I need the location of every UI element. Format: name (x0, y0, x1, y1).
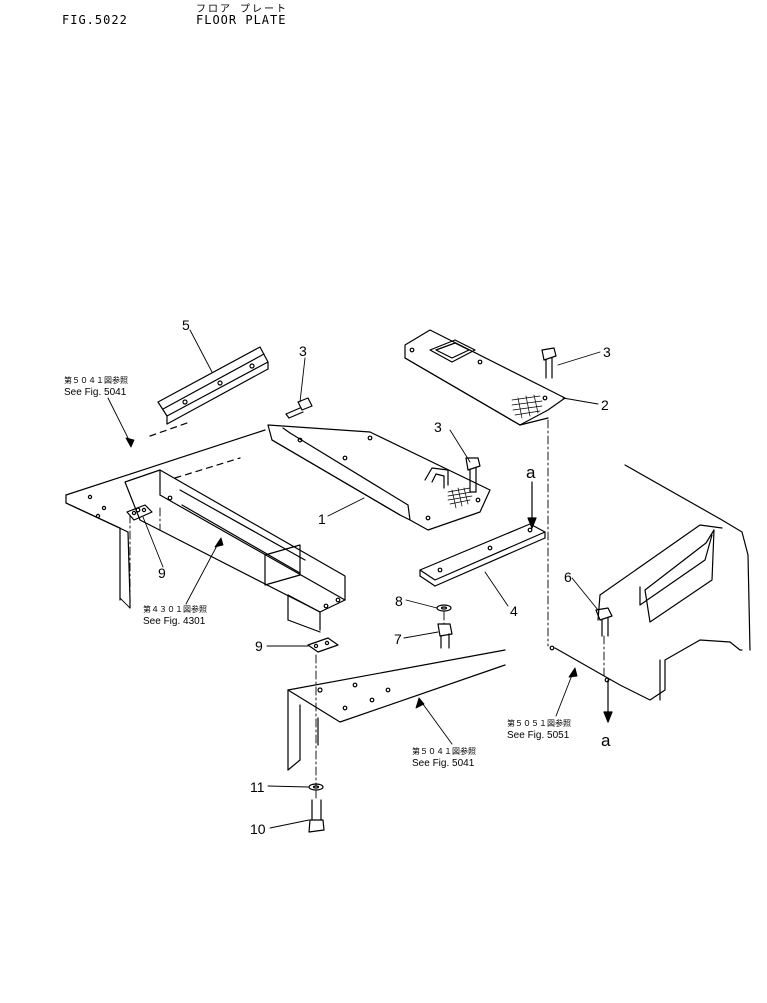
arrow-a-bottom (603, 679, 613, 723)
part-3-bolt-left (285, 397, 313, 419)
callout-numbers: 5 3 3 3 2 1 4 9 9 8 7 6 11 10 a a (158, 317, 611, 837)
ref-5041-left-jp: 第５０４１図参照 (64, 375, 128, 385)
callout-2: 2 (601, 397, 609, 413)
part-5-bracket (157, 346, 269, 425)
part-3-bolt-right (541, 347, 557, 379)
ref-4301: See Fig. 4301 (143, 616, 206, 627)
callout-3-center: 3 (434, 419, 442, 435)
part-1-center-plate (267, 424, 491, 531)
callout-1: 1 (318, 511, 326, 527)
figure-header: FIG.5022 フロア プレート FLOOR PLATE (0, 0, 767, 40)
ref-5041-bottom-jp: 第５０４１図参照 (412, 746, 476, 756)
part-9-plate-upper (126, 504, 153, 521)
ref-4301-jp: 第４３０１図参照 (143, 604, 207, 614)
reference-leaders (107, 397, 578, 745)
callout-leaders (142, 329, 601, 829)
ref-5051-jp: 第５０５１図参照 (507, 718, 571, 728)
part-3-bolt-center (465, 457, 481, 493)
callout-10: 10 (250, 821, 266, 837)
figure-title-japanese: フロア プレート (196, 4, 289, 15)
part-7-bolt (437, 623, 453, 649)
figure-references: 第５０４１図参照 See Fig. 5041 第４３０１図参照 See Fig.… (64, 375, 571, 769)
ref-5051: See Fig. 5051 (507, 730, 570, 741)
arrow-a-top (527, 481, 537, 529)
callout-3-left: 3 (299, 343, 307, 359)
part-8-washer (436, 604, 452, 612)
callout-8: 8 (395, 593, 403, 609)
main-frame-beam (124, 469, 346, 633)
cab-outline (549, 464, 751, 701)
callout-a-top: a (526, 463, 536, 482)
callout-7: 7 (394, 631, 402, 647)
callout-9-upper: 9 (158, 565, 166, 581)
callout-6: 6 (564, 569, 572, 585)
part-9-plate-lower (307, 637, 339, 653)
part-10-bolt (308, 799, 325, 833)
figure-number: FIG.5022 (62, 13, 128, 27)
callout-9-lower: 9 (255, 638, 263, 654)
callout-3-right: 3 (603, 344, 611, 360)
ref-5041-left: See Fig. 5041 (64, 387, 127, 398)
callout-a-bottom: a (601, 731, 611, 750)
assembly-center-lines (129, 419, 605, 801)
bottom-floor-plate (287, 649, 506, 771)
callout-11: 11 (250, 779, 265, 795)
part-4-bracket (419, 523, 546, 587)
callout-5: 5 (182, 317, 190, 333)
callout-4: 4 (510, 603, 518, 619)
figure-title: FLOOR PLATE (196, 13, 287, 27)
part-2-upper-plate (404, 329, 566, 426)
ref-5041-bottom: See Fig. 5041 (412, 758, 475, 769)
